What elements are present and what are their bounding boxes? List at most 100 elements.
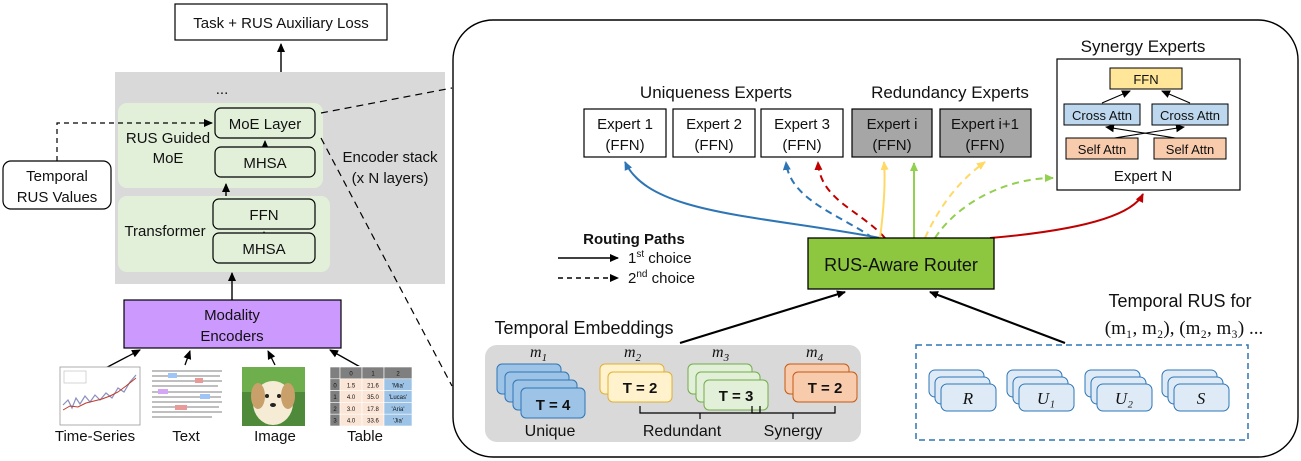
- task-loss-box: Task + RUS Auxiliary Loss: [174, 3, 388, 41]
- rus-guided-label-1: RUS Guided: [126, 130, 210, 147]
- modality-m2: m2: [624, 344, 642, 364]
- self-attn-left-box: Self Attn: [1065, 137, 1139, 160]
- mhsa-bottom-label: MHSA: [242, 241, 285, 258]
- transformer-label: Transformer: [124, 223, 205, 240]
- modality-m3: m3: [712, 344, 730, 364]
- table-thumb-text: 4.0: [347, 419, 356, 425]
- table-thumb-text: 2: [333, 407, 337, 413]
- table-thumb-text: 3: [333, 419, 337, 425]
- zoom-connector-bottom: [320, 137, 453, 387]
- arrow-rus-to-router: [929, 290, 1066, 345]
- group-redundant-label: Redundant: [643, 423, 722, 440]
- route-synergy: [989, 193, 1144, 239]
- rus-card-u1-label: U₁: [1037, 389, 1055, 408]
- rus-card-u2: U₂: [1084, 369, 1153, 412]
- group-brackets: [639, 406, 836, 419]
- input-label-table: Table: [347, 428, 383, 445]
- redundancy-experts-title: Redundancy Experts: [871, 83, 1029, 102]
- expert-n-label: Expert N: [1114, 168, 1172, 185]
- t-value-m2: T = 2: [623, 380, 658, 397]
- rus-pairs-label: (m₁, m₂), (m₂, m₃) ...: [1105, 318, 1263, 339]
- table-thumb-text: 17.8: [367, 407, 379, 413]
- embedding-stack-m4: T = 2: [784, 363, 858, 403]
- modality-labels: m1 m2 m3 m4: [530, 344, 824, 364]
- embedding-stack-m2: T = 2: [599, 363, 673, 403]
- expert-i-plus-1-box: Expert i+1 (FFN): [939, 108, 1032, 158]
- input-label-timeseries: Time-Series: [55, 428, 135, 445]
- router-label: RUS-Aware Router: [824, 255, 978, 275]
- cross-attn-left-box: Cross Attn: [1063, 103, 1141, 126]
- rus-card-r: R: [928, 369, 997, 412]
- temporal-rus-for-title: Temporal RUS for: [1108, 291, 1251, 311]
- expert-3-box: Expert 3 (FFN): [760, 108, 844, 158]
- arrow-table: [329, 349, 363, 369]
- route-expert-i-plus-1: [924, 161, 986, 239]
- uniqueness-experts-title: Uniqueness Experts: [640, 83, 792, 102]
- rus-card-u1: U₁: [1006, 369, 1075, 412]
- expert-1-sub: (FFN): [605, 137, 644, 154]
- embedding-stack-m3: T = 3: [687, 363, 769, 411]
- moe-layer-label: MoE Layer: [229, 116, 302, 133]
- route-expert-1: [624, 161, 881, 239]
- mhsa-top-box: MHSA: [214, 146, 316, 178]
- modality-encoders-label-2: Encoders: [200, 328, 263, 345]
- expert-i-box: Expert i (FFN): [851, 108, 933, 158]
- table-thumb-text: 35.0: [367, 395, 379, 401]
- input-label-text: Text: [172, 428, 200, 445]
- expert-i-plus-1-sub: (FFN): [965, 137, 1004, 154]
- table-thumb-text: 2: [396, 372, 400, 378]
- rus-values-dashed-arrow: [56, 119, 213, 161]
- self-attn-right-box: Self Attn: [1153, 137, 1227, 160]
- rus-card-u2-label: U₂: [1115, 389, 1133, 408]
- legend-title: Routing Paths: [583, 231, 685, 248]
- routing-paths: [624, 161, 1144, 239]
- modality-encoders-label-1: Modality: [204, 307, 260, 324]
- table-thumb-text: 4.0: [347, 395, 356, 401]
- cross-attn-left-label: Cross Attn: [1072, 108, 1132, 123]
- temporal-rus-values-label-2: RUS Values: [17, 189, 98, 206]
- expert-i-name: Expert i: [867, 116, 918, 133]
- expert-1-box: Expert 1 (FFN): [583, 108, 667, 158]
- expert-i-plus-1-name: Expert i+1: [951, 116, 1019, 133]
- expert-i-sub: (FFN): [872, 137, 911, 154]
- zoom-connector-top: [320, 87, 453, 114]
- table-thumb-text: 'Lucas': [389, 395, 407, 401]
- expert-2-box: Expert 2 (FFN): [672, 108, 756, 158]
- rus-guided-label-2: MoE: [153, 150, 184, 167]
- table-thumb-text: 0: [333, 383, 337, 389]
- mhsa-top-label: MHSA: [243, 155, 286, 172]
- legend-second-choice: 2nd choice: [628, 269, 695, 287]
- expert-2-sub: (FFN): [694, 137, 733, 154]
- table-thumb-text: 'Mia': [392, 383, 404, 389]
- table-thumb-text: 1: [333, 395, 337, 401]
- group-unique-label: Unique: [525, 423, 576, 440]
- table-thumb-text: 'Jia': [393, 419, 403, 425]
- self-attn-right-label: Self Attn: [1166, 142, 1214, 157]
- group-synergy-label: Synergy: [764, 423, 823, 440]
- t-value-m3: T = 3: [719, 388, 754, 405]
- ffn-label: FFN: [249, 207, 278, 224]
- self-attn-left-label: Self Attn: [1078, 142, 1126, 157]
- route-synergy-second: [934, 174, 1054, 239]
- cross-attn-right-box: Cross Attn: [1151, 103, 1229, 126]
- rus-card-s: S: [1161, 369, 1230, 412]
- modality-encoders-box: Modality Encoders: [123, 299, 342, 349]
- temporal-rus-values-box: Temporal RUS Values: [2, 160, 112, 210]
- expert-1-name: Expert 1: [597, 116, 653, 133]
- expert-2-name: Expert 2: [686, 116, 742, 133]
- temporal-embeddings-title: Temporal Embeddings: [494, 318, 673, 338]
- cross-attn-right-label: Cross Attn: [1160, 108, 1220, 123]
- mhsa-bottom-box: MHSA: [212, 232, 316, 264]
- table-thumb-text: 'Aria': [392, 407, 405, 413]
- rus-aware-router: RUS-Aware Router: [807, 237, 995, 290]
- arrow-embeddings-to-router: [679, 290, 846, 345]
- text-thumbnail: [150, 367, 225, 425]
- moe-layer-box: MoE Layer: [214, 107, 316, 139]
- rus-card-s-label: S: [1197, 389, 1206, 408]
- table-thumb-text: 21.6: [367, 383, 379, 389]
- table-thumb-text: 1.5: [347, 383, 356, 389]
- table-thumb-text: 1: [371, 372, 375, 378]
- synergy-ffn-label: FFN: [1133, 72, 1158, 87]
